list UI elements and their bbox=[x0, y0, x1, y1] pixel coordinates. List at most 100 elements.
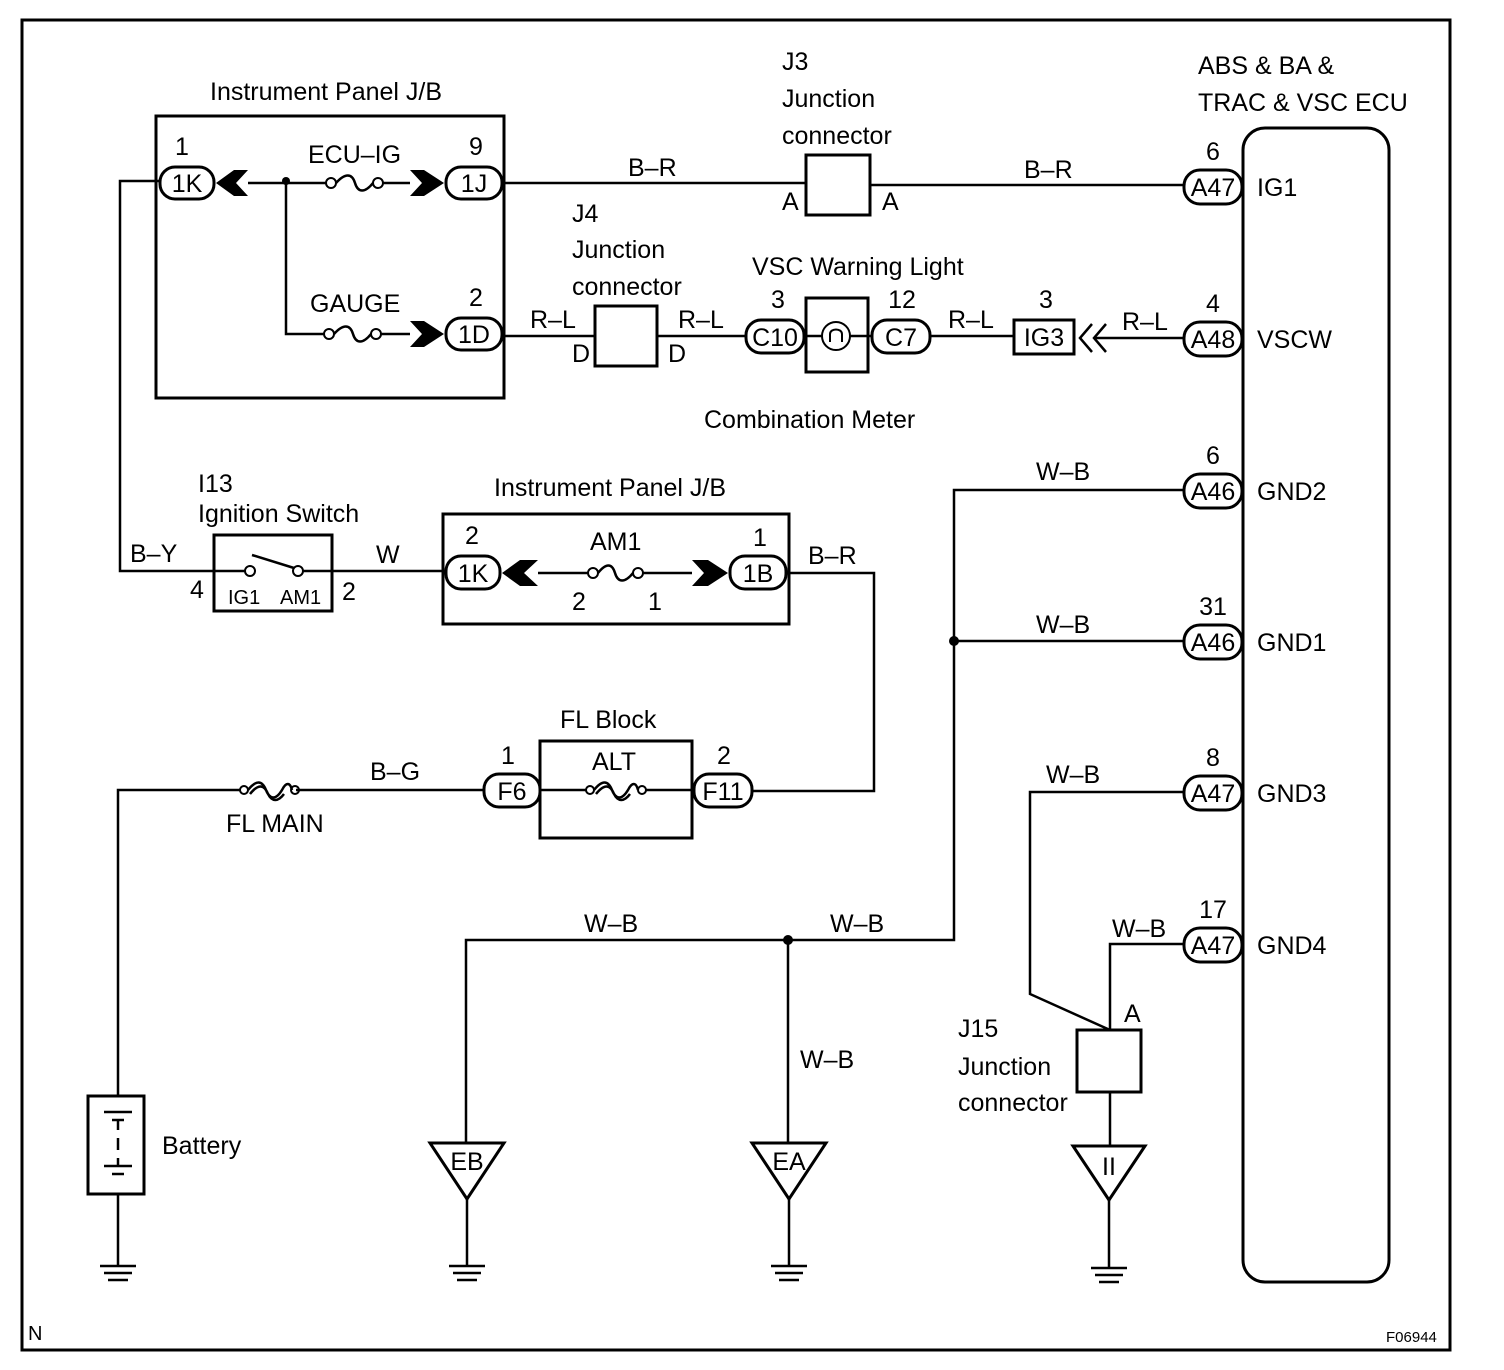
ipjb-top-title: Instrument Panel J/B bbox=[210, 78, 442, 106]
fuse-am1-num-right: 1 bbox=[648, 588, 662, 616]
arrow-1b bbox=[692, 560, 728, 586]
ignition-num-right: 2 bbox=[342, 578, 356, 606]
connector-c7-num: 12 bbox=[888, 286, 916, 314]
arrow-1k-bottom bbox=[502, 560, 538, 586]
ecu-pin-gnd3-conn: A47 bbox=[1191, 780, 1235, 808]
ecu-pin-ig1-name: IG1 bbox=[1257, 174, 1297, 202]
connector-f6-num: 1 bbox=[501, 742, 515, 770]
connector-1k-top-label: 1K bbox=[172, 170, 203, 198]
ignition-pin-ig1: IG1 bbox=[228, 587, 260, 609]
ecu-pin-gnd2-conn: A46 bbox=[1191, 478, 1235, 506]
wire-wb-gnd4: W–B bbox=[1112, 915, 1166, 943]
arrow-1d bbox=[410, 321, 444, 347]
connector-1k-top bbox=[158, 165, 216, 201]
connector-1k-bottom bbox=[444, 554, 502, 591]
ecu-pin-ig1: A47 6 IG1 bbox=[1182, 138, 1297, 206]
fuse-ecu-ig bbox=[335, 174, 374, 192]
connector-1j-label: 1J bbox=[461, 170, 487, 198]
ecu-pin-vscw-name: VSCW bbox=[1257, 326, 1332, 354]
j3-connector-box bbox=[804, 153, 872, 217]
figure-id: F06944 bbox=[1386, 1329, 1437, 1346]
j4-label-line3: connector bbox=[572, 273, 682, 301]
fusible-link-alt bbox=[593, 781, 640, 802]
ecu-pin-gnd1-conn: A46 bbox=[1191, 629, 1235, 657]
wire-wb-bus-left: W–B bbox=[584, 910, 638, 938]
fuse-am1-label: AM1 bbox=[590, 528, 641, 556]
ignition-pin-am1: AM1 bbox=[280, 587, 321, 609]
j3-label-line2: Junction bbox=[782, 85, 875, 113]
ecu-title-line1: ABS & BA & bbox=[1198, 52, 1335, 80]
ecu-pin-gnd1-name: GND1 bbox=[1257, 629, 1326, 657]
ignition-switch-box bbox=[212, 533, 334, 613]
corner-code-left: N bbox=[28, 1323, 42, 1345]
j4-label-line1: J4 bbox=[572, 200, 599, 228]
connector-1b-num: 1 bbox=[753, 524, 767, 552]
ground-ea-icon bbox=[771, 1264, 807, 1282]
ground-eb-triangle bbox=[427, 1141, 507, 1202]
ignition-label-line2: Ignition Switch bbox=[198, 500, 359, 528]
wire-rl-1: R–L bbox=[530, 306, 576, 334]
connector-1k-bottom-label: 1K bbox=[458, 560, 489, 588]
ecu-title-line2: TRAC & VSC ECU bbox=[1198, 89, 1408, 117]
wire-rl-3: R–L bbox=[948, 306, 994, 334]
fuse-gauge-end-left bbox=[323, 328, 335, 340]
connector-c7-label: C7 bbox=[885, 324, 917, 352]
ecu-pin-gnd4-name: GND4 bbox=[1257, 932, 1327, 960]
ecu-pin-gnd1: A46 31 GND1 bbox=[1182, 593, 1326, 661]
ecu-pin-gnd3-num: 8 bbox=[1206, 744, 1220, 772]
ecu-box bbox=[1241, 126, 1391, 1284]
wire-bg: B–G bbox=[370, 758, 420, 786]
switch-contact-icon bbox=[251, 553, 295, 570]
ground-ea-triangle bbox=[749, 1141, 829, 1202]
connector-1j-num: 9 bbox=[469, 133, 483, 161]
j4-label-line2: Junction bbox=[572, 236, 665, 264]
ground-symbol-icon bbox=[100, 1264, 136, 1282]
connector-f11-num: 2 bbox=[717, 742, 731, 770]
j15-pin-top: A bbox=[1124, 1000, 1141, 1028]
ground-ii-triangle bbox=[1070, 1144, 1148, 1203]
j3-pin-left: A bbox=[782, 188, 799, 216]
ecu-pin-vscw: A48 4 VSCW bbox=[1182, 290, 1332, 358]
wire-wb-gnd2: W–B bbox=[1036, 458, 1090, 486]
wire-wb-gnd3: W–B bbox=[1046, 761, 1100, 789]
vsc-warning-light-title: VSC Warning Light bbox=[752, 253, 964, 281]
connector-f6-label: F6 bbox=[497, 778, 526, 806]
ecu-pin-ig1-conn: A47 bbox=[1191, 174, 1235, 202]
ignition-label-line1: I13 bbox=[198, 470, 233, 498]
ipjb-bottom-title: Instrument Panel J/B bbox=[494, 474, 726, 502]
j3-label-line1: J3 bbox=[782, 48, 808, 76]
fuse-gauge-label: GAUGE bbox=[310, 290, 400, 318]
warning-bulb-icon bbox=[821, 321, 851, 351]
connector-1d bbox=[444, 316, 504, 352]
connector-1d-label: 1D bbox=[458, 321, 490, 349]
fuse-am1-num-left: 2 bbox=[572, 588, 586, 616]
battery-label: Battery bbox=[162, 1132, 242, 1160]
ipjb-bottom-box bbox=[441, 512, 791, 626]
fuse-gauge-end-right bbox=[370, 328, 382, 340]
j3-pin-right: A bbox=[882, 188, 899, 216]
wire-w: W bbox=[376, 541, 400, 569]
fuse-ecu-ig-label: ECU–IG bbox=[308, 141, 401, 169]
ecu-pin-vscw-num: 4 bbox=[1206, 290, 1220, 318]
fuse-ecu-ig-end-left bbox=[325, 177, 337, 189]
fuse-am1 bbox=[597, 564, 634, 582]
fusible-link-fl-main bbox=[247, 781, 294, 802]
connector-ig3-num: 3 bbox=[1039, 286, 1053, 314]
ipjb-top-box bbox=[154, 114, 506, 400]
wire-wb-gnd1: W–B bbox=[1036, 611, 1090, 639]
j15-label-line1: J15 bbox=[958, 1015, 998, 1043]
connector-ig3 bbox=[1012, 318, 1076, 356]
j15-label-line2: Junction bbox=[958, 1053, 1051, 1081]
connector-1b-label: 1B bbox=[743, 560, 774, 588]
connector-1k-bottom-num: 2 bbox=[465, 522, 479, 550]
diagram-frame bbox=[20, 18, 1452, 1352]
j15-connector-box bbox=[1075, 1028, 1143, 1094]
ecu-pin-gnd4-conn: A47 bbox=[1191, 932, 1235, 960]
ecu-pin-ig1-num: 6 bbox=[1206, 138, 1220, 166]
arrow-1k-top bbox=[216, 170, 248, 196]
wire-br-top-left: B–R bbox=[628, 154, 677, 182]
ecu-pin-vscw-conn: A48 bbox=[1191, 326, 1235, 354]
wire-by: B–Y bbox=[130, 540, 178, 568]
wire-wb-bus-right: W–B bbox=[830, 910, 884, 938]
